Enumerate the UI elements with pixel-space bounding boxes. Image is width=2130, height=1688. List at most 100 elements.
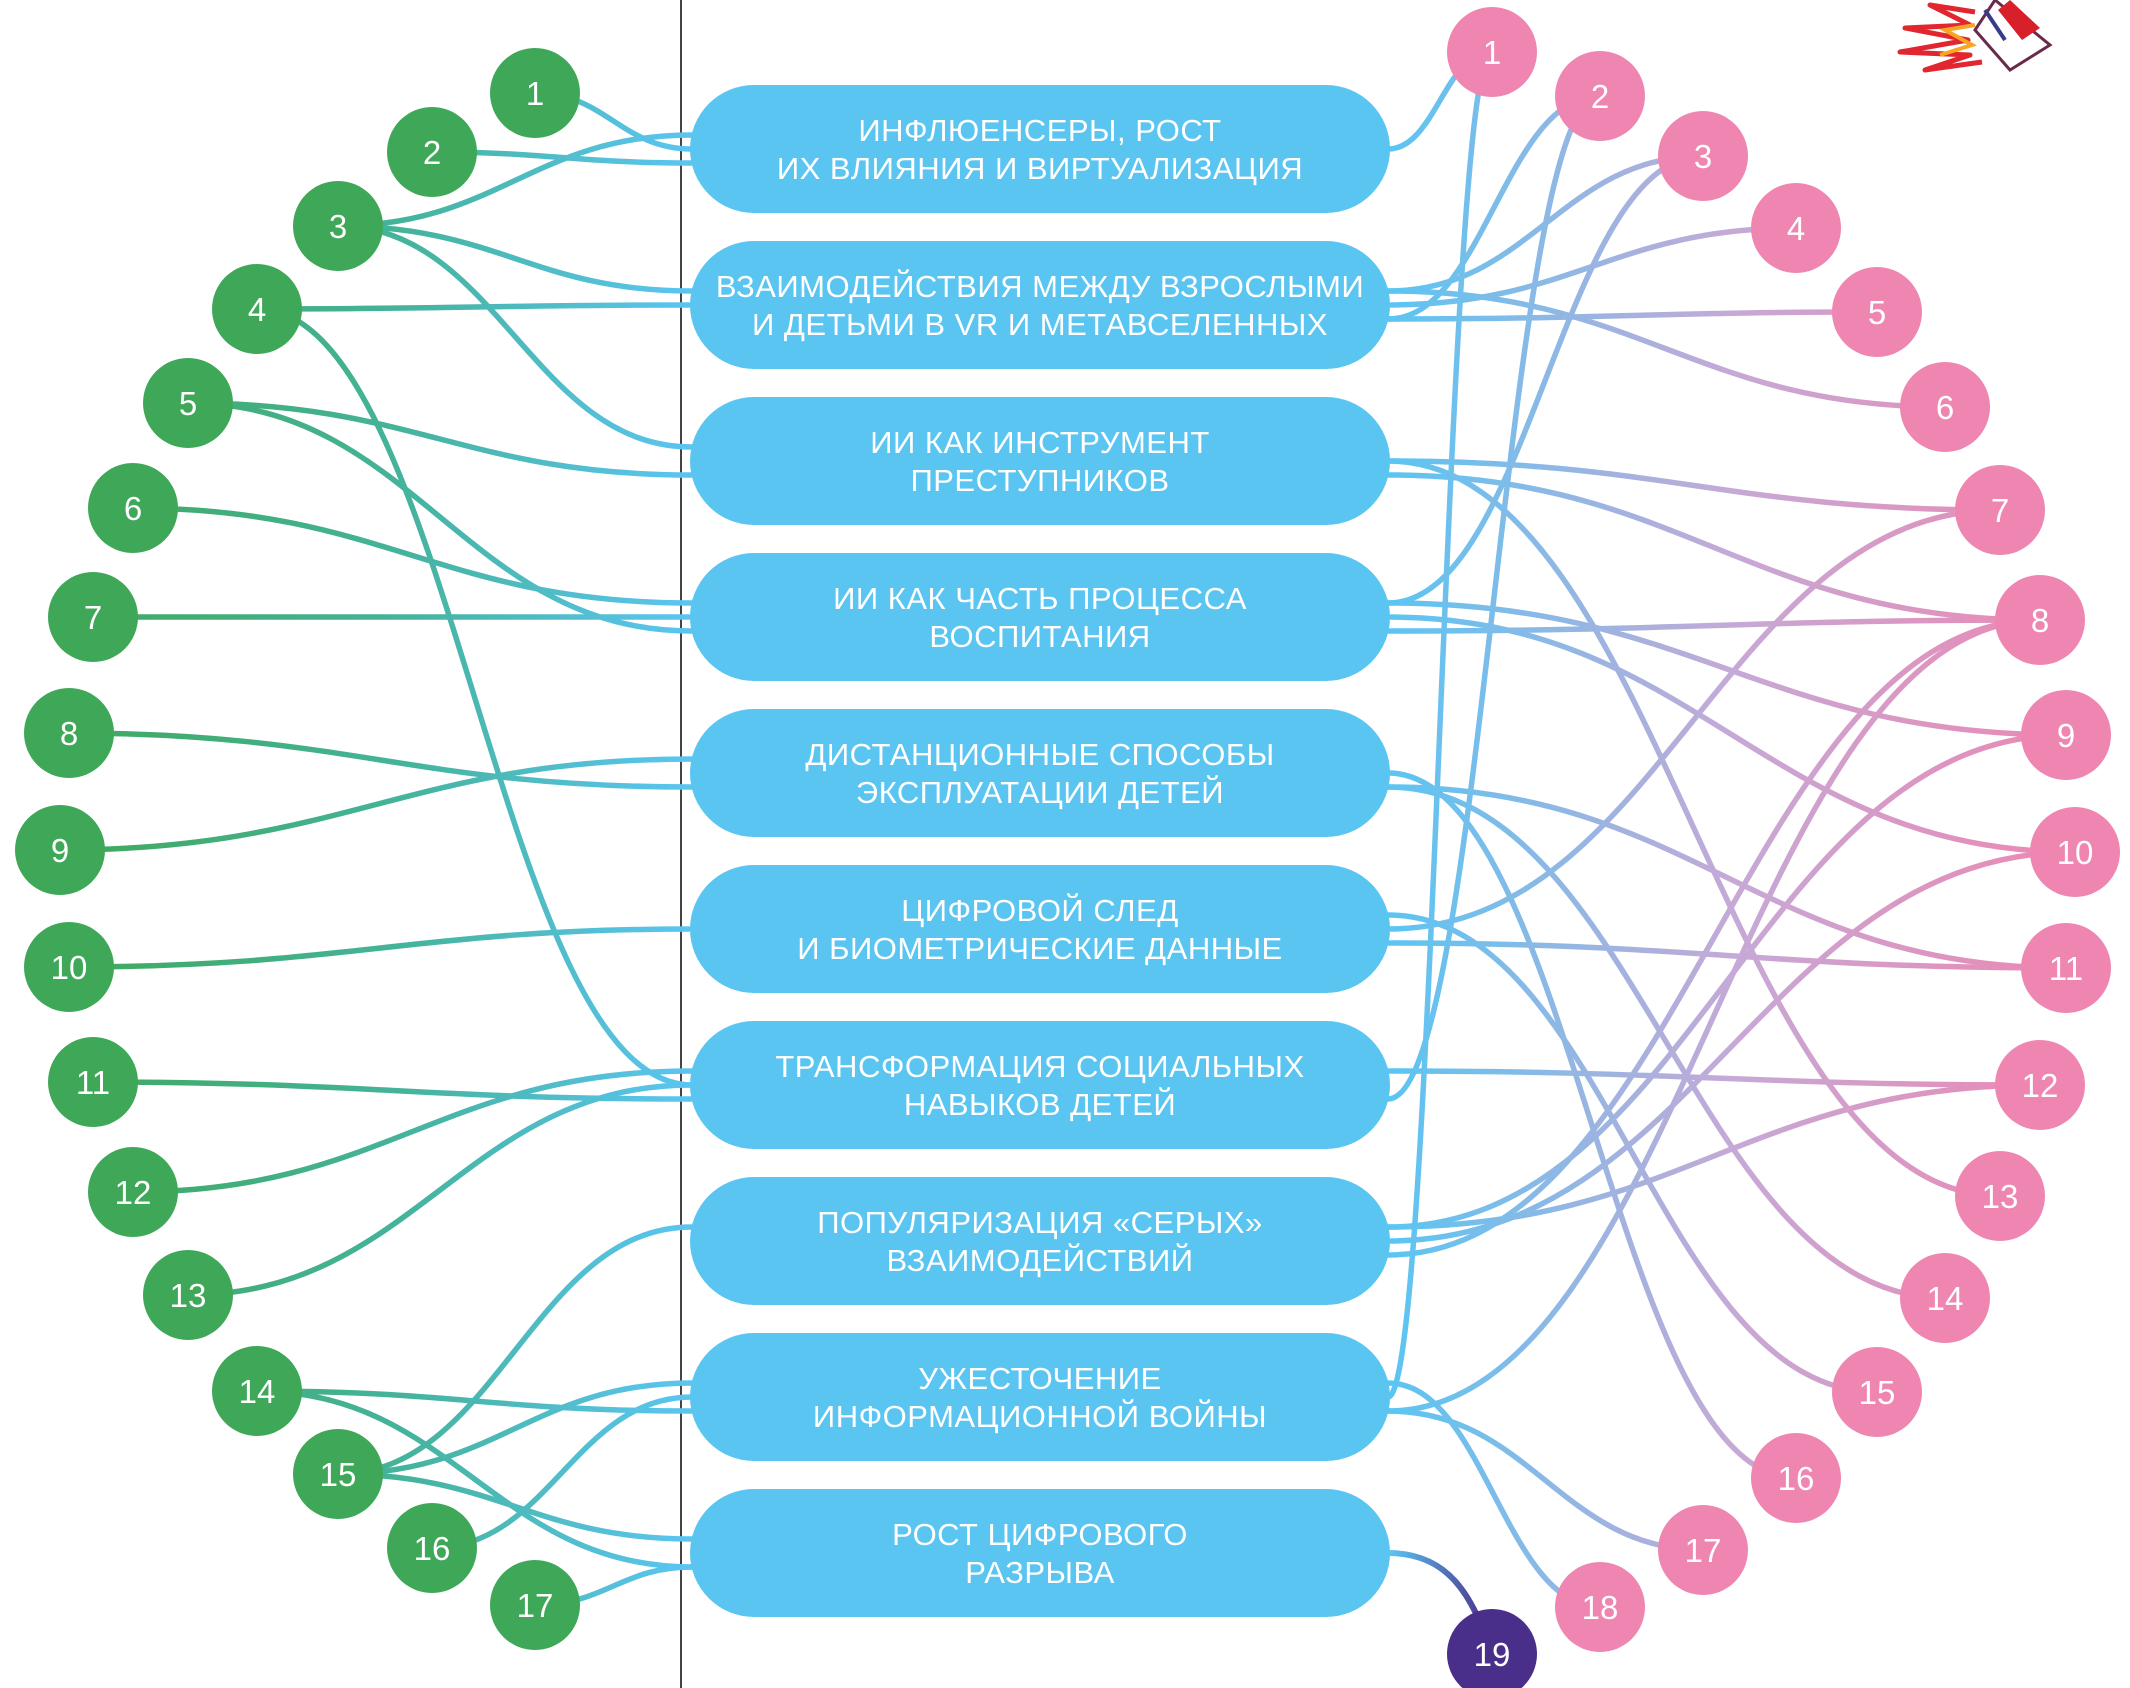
right-node-19: 19: [1447, 1609, 1537, 1688]
link-line-right: [1385, 912, 1880, 1395]
right-node-16-label: 16: [1778, 1460, 1815, 1497]
right-node-2-label: 2: [1591, 78, 1609, 115]
left-node-11: 11: [48, 1037, 138, 1127]
left-node-9: 9: [15, 805, 105, 895]
left-node-7-circle: [48, 572, 138, 662]
left-node-13-circle: [143, 1250, 233, 1340]
left-node-12-circle: [88, 1147, 178, 1237]
topic-label-line: ЦИФРОВОЙ СЛЕД: [901, 892, 1178, 928]
topic-pill-bg: [690, 397, 1390, 525]
link-line-right: [1385, 1068, 2043, 1088]
right-node-11-label: 11: [2049, 950, 2083, 987]
link-line-left: [130, 505, 695, 606]
topic-label-line: ЭКСПЛУАТАЦИИ ДЕТЕЙ: [856, 774, 1224, 810]
link-line-right: [1385, 849, 2078, 1244]
topic-label-line: РОСТ ЦИФРОВОГО: [892, 1517, 1188, 1552]
link-line-right: [1385, 617, 2043, 1258]
right-node-19-label: 19: [1474, 1636, 1511, 1673]
right-node-9: 9: [2021, 690, 2111, 780]
left-node-17: 17: [490, 1560, 580, 1650]
rocket-doodle-icon: [1897, 0, 2053, 73]
link-line-right: [1385, 153, 1706, 606]
topic-label-line: ИНФЛЮЕНСЕРЫ, РОСТ: [858, 113, 1221, 148]
right-node-17-circle: [1658, 1505, 1748, 1595]
link-line-left: [66, 926, 695, 970]
link-line-right: [1385, 784, 2069, 971]
link-line-left: [335, 1224, 695, 1477]
left-node-2: 2: [387, 107, 477, 197]
left-node-10: 10: [24, 922, 114, 1012]
right-node-4-label: 4: [1787, 210, 1805, 247]
right-node-6-label: 6: [1936, 389, 1954, 426]
left-node-2-circle: [387, 107, 477, 197]
left-node-6-circle: [88, 463, 178, 553]
right-node-10: 10: [2030, 807, 2120, 897]
link-line-left: [66, 730, 695, 790]
left-node-2-label: 2: [423, 134, 441, 171]
topic-pill-bg: [690, 1489, 1390, 1617]
right-node-17: 17: [1658, 1505, 1748, 1595]
left-node-15-circle: [293, 1429, 383, 1519]
right-node-5-circle: [1832, 267, 1922, 357]
link-line-right: [1385, 153, 1706, 294]
right-node-3-label: 3: [1694, 138, 1712, 175]
left-node-8-circle: [24, 688, 114, 778]
topic-label-line: И БИОМЕТРИЧЕСКИЕ ДАННЫЕ: [797, 931, 1282, 966]
topic-pill-bg: [690, 553, 1390, 681]
link-line-right: [1385, 1408, 1706, 1553]
right-node-3-circle: [1658, 111, 1748, 201]
left-node-17-label: 17: [517, 1587, 554, 1624]
left-node-8: 8: [24, 688, 114, 778]
right-node-11-circle: [2021, 923, 2111, 1013]
right-node-18-label: 18: [1582, 1589, 1619, 1626]
right-node-17-label: 17: [1685, 1532, 1722, 1569]
right-node-1-label: 1: [1483, 34, 1501, 71]
link-line-left: [57, 756, 695, 853]
link-line-right: [1385, 600, 2069, 738]
topic-label-line: ИНФОРМАЦИОННОЙ ВОЙНЫ: [813, 1398, 1267, 1434]
right-node-15-circle: [1832, 1347, 1922, 1437]
right-node-12-circle: [1995, 1040, 2085, 1130]
topic-label-line: ВЗАИМОДЕЙСТВИЯ МЕЖДУ ВЗРОСЛЫМИ: [716, 268, 1364, 304]
topic-label-line: ПРЕСТУПНИКОВ: [910, 463, 1169, 498]
left-node-10-label: 10: [51, 949, 88, 986]
right-node-9-label: 9: [2057, 717, 2075, 754]
link-line-right: [1385, 784, 1948, 1301]
link-line-right: [1385, 225, 1799, 308]
left-node-4-label: 4: [248, 291, 266, 328]
right-node-11: 11: [2021, 923, 2111, 1013]
topic-pill-bg: [690, 865, 1390, 993]
link-line-right: [1385, 472, 2043, 623]
topic-label-line: ИИ КАК ЧАСТЬ ПРОЦЕССА: [833, 581, 1247, 616]
left-node-3: 3: [293, 181, 383, 271]
link-line-left: [254, 302, 695, 312]
right-node-15: 15: [1832, 1347, 1922, 1437]
right-node-14: 14: [1900, 1253, 1990, 1343]
right-node-10-label: 10: [2057, 834, 2094, 871]
link-line-left: [335, 132, 695, 229]
left-node-11-label: 11: [76, 1064, 110, 1101]
left-node-10-circle: [24, 922, 114, 1012]
right-node-15-label: 15: [1859, 1374, 1896, 1411]
link-line-right: [1385, 458, 2003, 1199]
link-line-left: [185, 1082, 695, 1298]
left-node-14-label: 14: [239, 1373, 276, 1410]
left-node-6-label: 6: [124, 490, 142, 527]
link-line-right: [1385, 940, 2069, 971]
left-node-3-circle: [293, 181, 383, 271]
topic-pill-bg: [690, 709, 1390, 837]
link-line-left: [254, 1388, 695, 1570]
left-node-8-label: 8: [60, 715, 78, 752]
left-node-12: 12: [88, 1147, 178, 1237]
link-line-left: [90, 1079, 695, 1102]
left-node-15-label: 15: [320, 1456, 357, 1493]
topic-label-line: ИХ ВЛИЯНИЯ И ВИРТУАЛИЗАЦИЯ: [777, 151, 1303, 186]
topic-label-line: РАЗРЫВА: [965, 1555, 1115, 1590]
left-node-4-circle: [212, 264, 302, 354]
right-node-3: 3: [1658, 111, 1748, 201]
